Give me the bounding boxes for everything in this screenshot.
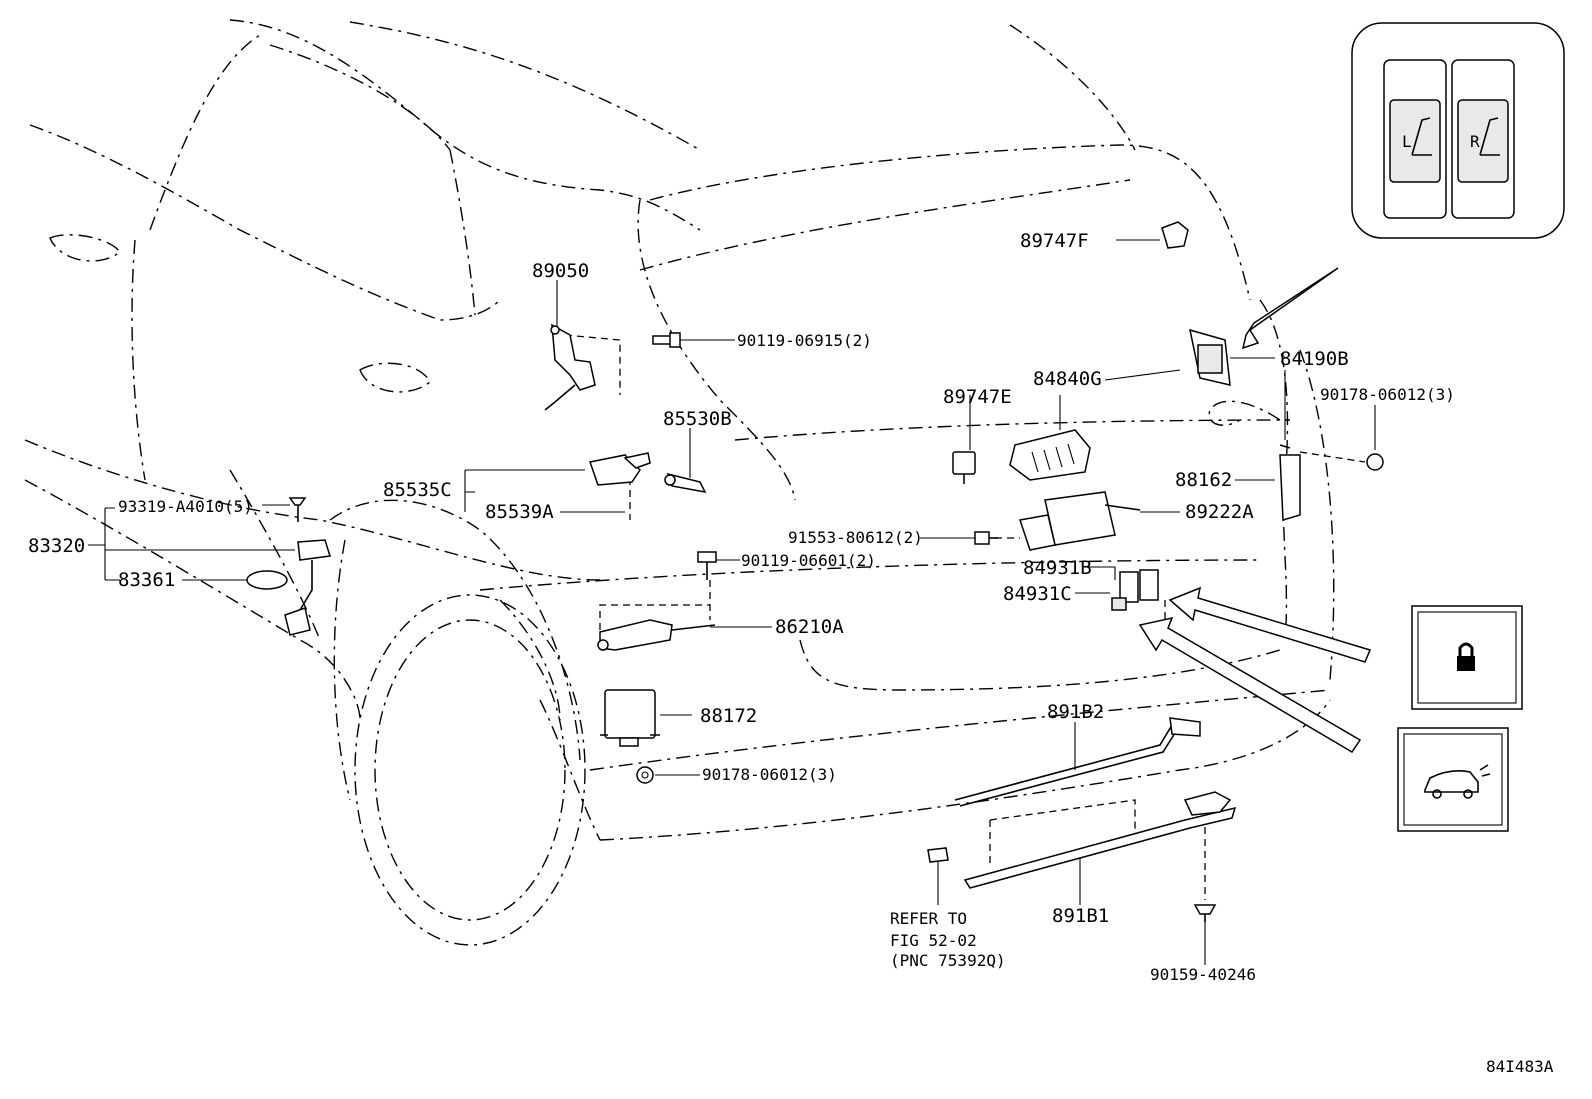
callout-88172: 88172 (700, 705, 757, 727)
inset-tailgate-button (1397, 727, 1509, 832)
callouts: 89050 90119-06915(2) 85530B 85535C 85539… (28, 230, 1554, 1076)
part-84840G (1009, 429, 1091, 481)
part-86210A (597, 619, 716, 651)
parts (246, 221, 1384, 922)
part-90178-06012-a (636, 766, 654, 784)
tailgate-icon (1424, 764, 1491, 799)
inset-seat-switch: L R (1351, 22, 1565, 239)
lock-icon (1457, 642, 1475, 671)
callout-85530B: 85530B (663, 408, 732, 430)
part-93319-A4010 (288, 497, 307, 522)
callout-90159-40246: 90159-40246 (1150, 965, 1256, 984)
part-85535C (589, 452, 651, 486)
callout-86210A: 86210A (775, 616, 844, 638)
callout-84931C: 84931C (1003, 583, 1072, 605)
callout-84190B: 84190B (1280, 348, 1349, 370)
callout-891B1: 891B1 (1052, 905, 1109, 927)
callout-84840G: 84840G (1033, 368, 1102, 390)
part-891B1 (963, 791, 1237, 889)
part-89050 (544, 323, 596, 411)
seat-switch-icon (1411, 117, 1500, 156)
vehicle-outline (24, 19, 1335, 946)
callout-88162: 88162 (1175, 469, 1232, 491)
refer-note-line3: (PNC 75392Q) (890, 951, 1006, 970)
part-90159-40246 (1193, 904, 1217, 922)
callout-84931B: 84931B (1023, 557, 1092, 579)
part-83361 (246, 570, 288, 590)
inset-lock-button (1411, 605, 1523, 710)
callout-90119-06601: 90119-06601(2) (741, 551, 876, 570)
part-90119-06915 (652, 332, 681, 348)
callout-89747F: 89747F (1020, 230, 1089, 252)
part-90178-06012-b (1366, 453, 1384, 471)
diagram-code: 84I483A (1486, 1057, 1554, 1076)
callout-89747E: 89747E (943, 386, 1012, 408)
part-88172 (600, 689, 660, 747)
callout-85535C: 85535C (383, 479, 452, 501)
callout-93319-A4010: 93319-A4010(5) (118, 497, 253, 516)
callout-83320: 83320 (28, 535, 85, 557)
part-84190B (1189, 328, 1231, 386)
refer-note-line1: REFER TO (890, 909, 967, 928)
callout-89050: 89050 (532, 260, 589, 282)
switch-right-letter: R (1470, 132, 1480, 151)
refer-note-line2: FIG 52-02 (890, 931, 977, 950)
part-83320 (284, 539, 331, 636)
part-89747F (1161, 221, 1189, 249)
part-clip-refer (927, 847, 949, 863)
part-89222A (1019, 491, 1141, 551)
callout-83361: 83361 (118, 569, 175, 591)
callout-91553-80612: 91553-80612(2) (788, 528, 923, 547)
switch-left-letter: L (1402, 132, 1412, 151)
part-891B2 (954, 717, 1201, 807)
part-85530B (664, 472, 707, 494)
callout-90178-06012-a: 90178-06012(3) (702, 765, 837, 784)
part-84931 (1111, 569, 1159, 611)
callout-90178-06012-b: 90178-06012(3) (1320, 385, 1455, 404)
part-90119-06601 (697, 551, 717, 580)
callout-891B2: 891B2 (1047, 701, 1104, 723)
leader-lines (88, 239, 1376, 965)
part-91553-80612 (974, 531, 998, 545)
direction-arrows (1138, 267, 1372, 754)
callout-89222A: 89222A (1185, 501, 1254, 523)
part-89747E (952, 451, 976, 484)
part-88162 (1279, 444, 1301, 521)
callout-85539A: 85539A (485, 501, 554, 523)
callout-90119-06915: 90119-06915(2) (737, 331, 872, 350)
